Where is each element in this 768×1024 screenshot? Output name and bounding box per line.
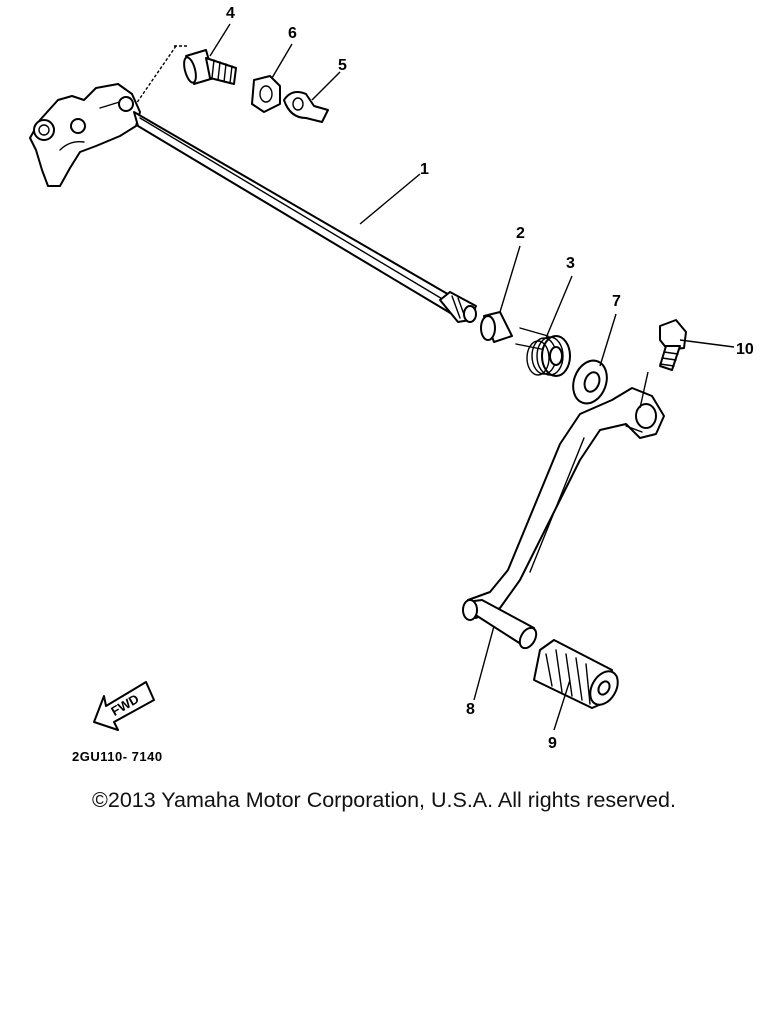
callout-3: 3: [566, 255, 575, 272]
callout-9: 9: [548, 735, 557, 752]
callout-leaders: [209, 23, 735, 731]
part-2-collar: [480, 311, 513, 343]
part-10-bolt: [659, 319, 687, 371]
exploded-parts-diagram: 1 2 3 4 5 6 7 8 9 10 FWD 2GU110- 7140: [29, 5, 754, 764]
part-8-shift-pedal: [462, 387, 665, 650]
part-1-shift-shaft: [29, 83, 477, 323]
fwd-arrow-icon: FWD: [93, 681, 155, 731]
part-9-pedal-rubber: [533, 639, 619, 709]
part-4-bolt: [135, 45, 237, 105]
callout-5: 5: [338, 57, 347, 74]
part-3-return-spring: [515, 327, 571, 377]
callout-7: 7: [612, 293, 621, 310]
callout-4: 4: [226, 5, 235, 22]
callout-8: 8: [466, 701, 475, 718]
callout-1: 1: [420, 161, 429, 178]
drawing-code: 2GU110- 7140: [72, 749, 163, 764]
part-7-washer: [572, 359, 608, 405]
part-6-nut: [251, 75, 281, 113]
callout-10: 10: [736, 341, 754, 358]
callout-2: 2: [516, 225, 525, 242]
copyright-notice: ©2013 Yamaha Motor Corporation, U.S.A. A…: [92, 788, 676, 812]
part-5-lock-washer: [283, 91, 329, 123]
callout-6: 6: [288, 25, 297, 42]
